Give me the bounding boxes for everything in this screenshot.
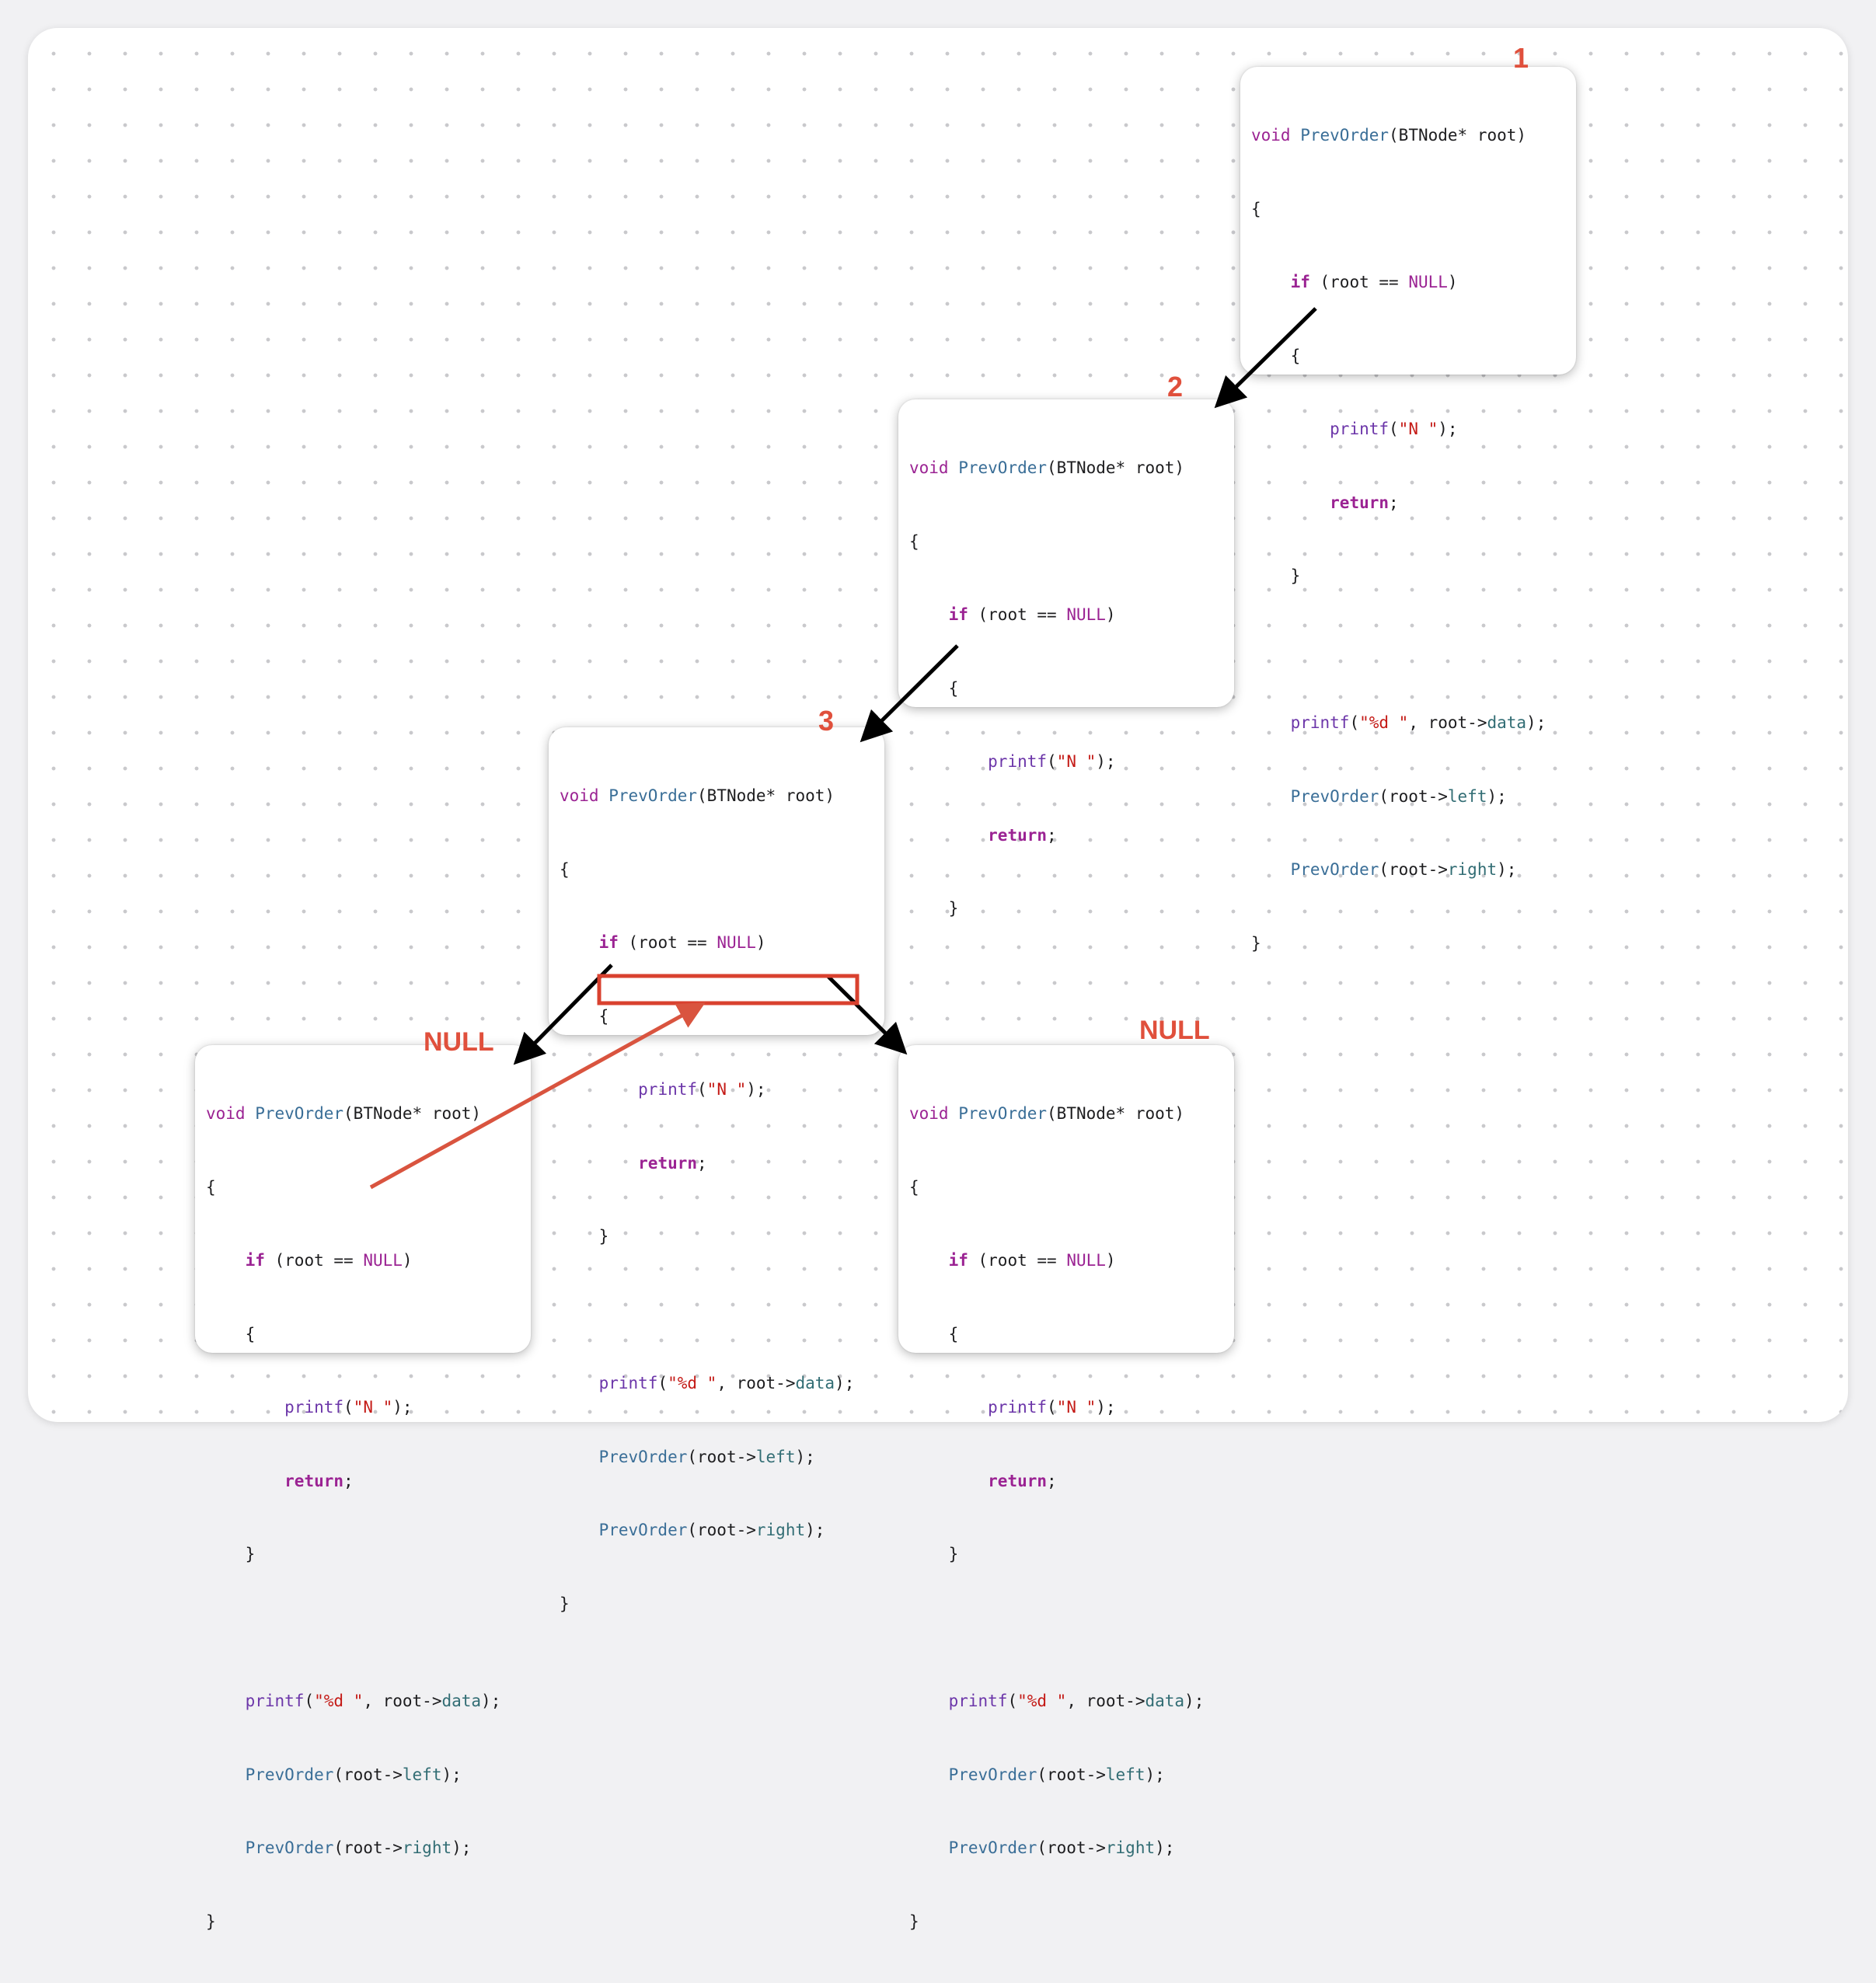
return-arrow [369, 1002, 706, 1190]
code-line-if-close: } [948, 1545, 959, 1563]
code-line-if: if (root == NULL) [598, 933, 766, 952]
call-arrow-3-to-right [827, 975, 908, 1055]
code-line-if-close: } [1290, 566, 1301, 585]
code-line-printf-data: printf("%d ", root->data); [598, 1374, 855, 1392]
call-arrow-3-to-left [513, 964, 613, 1065]
code-line-if-open: { [948, 1324, 959, 1343]
code-line-if-open: { [245, 1324, 256, 1343]
code-line-if: if (root == NULL) [948, 1251, 1116, 1270]
call-arrow-2-to-3 [860, 644, 959, 743]
code-line-recurse-right: PrevOrder(root->right); [948, 1838, 1175, 1857]
code-line-if-close: } [245, 1545, 256, 1563]
code-line-open-brace: { [909, 1177, 919, 1197]
code-line-printf-data: printf("%d ", root->data); [948, 1692, 1205, 1710]
code-line-printf-data: printf("%d ", root->data); [1290, 713, 1546, 732]
code-line-printf-n: printf("N "); [988, 1398, 1116, 1417]
code-line-printf-n: printf("N "); [284, 1398, 413, 1417]
code-line-signature: void PrevOrder(BTNode* root) [560, 786, 835, 805]
code-line-close-brace: } [206, 1912, 216, 1931]
label-3: 3 [818, 705, 834, 737]
code-line-if-close: } [948, 899, 959, 918]
code-line-return: return; [284, 1471, 354, 1490]
code-line-return: return; [1330, 493, 1399, 512]
highlight-box [597, 974, 860, 1005]
code-line-if: if (root == NULL) [245, 1251, 413, 1270]
code-line-recurse-left: PrevOrder(root->left); [1290, 786, 1507, 806]
code-line-open-brace: { [206, 1177, 216, 1197]
frame-card-1[interactable]: void PrevOrder(BTNode* root) { if (root … [1240, 67, 1576, 953]
code-line-if-open: { [1290, 346, 1301, 365]
code-line-recurse-right: PrevOrder(root->right); [245, 1838, 472, 1857]
code-line-if-open: { [598, 1006, 609, 1026]
code-line-open-brace: { [909, 531, 919, 551]
code-line-close-brace: } [1251, 933, 1261, 953]
code-line-blank [206, 1616, 531, 1641]
code-line-printf-n: printf("N "); [988, 752, 1116, 771]
code-line-open-brace: { [560, 859, 570, 879]
annotation-layer: 1 2 3 NULL NULL [369, 42, 1529, 1190]
code-line-recurse-left: PrevOrder(root->left); [948, 1765, 1165, 1784]
code-line-signature: void PrevOrder(BTNode* root) [909, 458, 1185, 477]
code-line-return: return; [638, 1153, 707, 1173]
code-line-if-open: { [948, 678, 959, 698]
code-line-open-brace: { [1251, 199, 1261, 218]
code-line-printf-data: printf("%d ", root->data); [245, 1692, 501, 1710]
code-line-printf-n: printf("N "); [638, 1080, 766, 1099]
label-null-left: NULL [424, 1027, 494, 1057]
code-line-recurse-left: PrevOrder(root->left); [245, 1765, 462, 1784]
code-block: void PrevOrder(BTNode* root) { if (root … [1251, 75, 1576, 1005]
code-line-recurse-right: PrevOrder(root->right); [1290, 860, 1517, 879]
code-line-if-close: } [598, 1227, 609, 1246]
label-2: 2 [1167, 371, 1183, 403]
code-line-printf-n: printf("N "); [1330, 420, 1458, 438]
code-line-close-brace: } [909, 1912, 919, 1931]
label-1: 1 [1513, 42, 1529, 74]
code-line-if: if (root == NULL) [948, 605, 1116, 624]
label-null-right: NULL [1139, 1016, 1210, 1045]
code-line-if: if (root == NULL) [1290, 273, 1458, 291]
code-line-signature: void PrevOrder(BTNode* root) [909, 1104, 1185, 1123]
code-line-close-brace: } [560, 1594, 570, 1613]
code-line-return: return; [988, 825, 1057, 845]
code-line-recurse-right: PrevOrder(root->right); [598, 1521, 825, 1539]
call-arrow-1-to-2 [1214, 307, 1317, 409]
code-line-blank [909, 1616, 1234, 1641]
code-line-signature: void PrevOrder(BTNode* root) [1251, 126, 1527, 145]
code-line-signature: void PrevOrder(BTNode* root) [206, 1104, 482, 1123]
code-line-return: return; [988, 1471, 1057, 1490]
